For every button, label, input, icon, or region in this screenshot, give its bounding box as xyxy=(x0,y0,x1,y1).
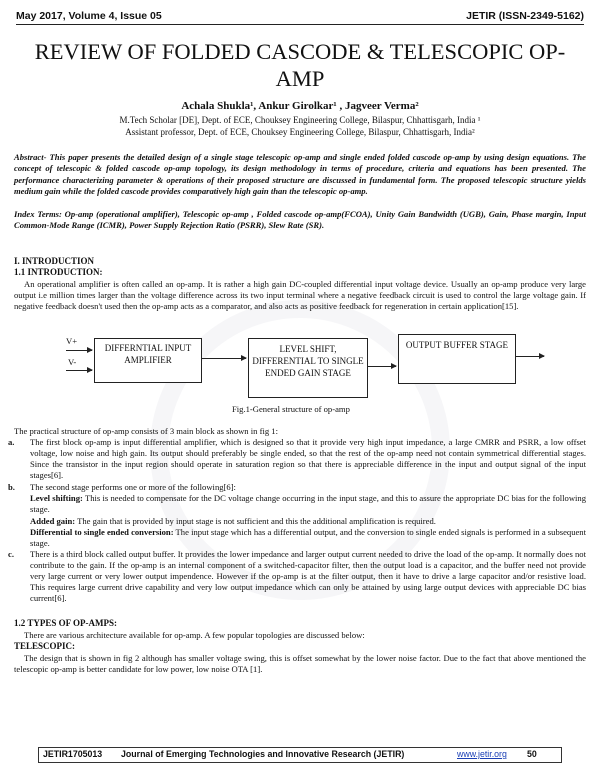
list-marker: c. xyxy=(8,549,14,559)
list-text: The second stage performs one or more of… xyxy=(30,482,236,492)
list-text: The first block op-amp is input differen… xyxy=(30,437,586,480)
figure-caption: Fig.1-General structure of op-amp xyxy=(232,404,350,414)
output-buffer-block: OUTPUT BUFFER STAGE xyxy=(398,334,516,384)
diff-input-amplifier-block: DIFFERNTIAL INPUT AMPLIFIER xyxy=(94,338,202,383)
types-intro: There are various architecture available… xyxy=(24,630,365,640)
footer-page-number: 50 xyxy=(527,749,537,759)
term-text: The input stage which has a differential… xyxy=(30,527,586,548)
input-minus-label: V- xyxy=(68,357,77,367)
telescopic-paragraph: The design that is shown in fig 2 althou… xyxy=(14,653,586,674)
output-arrow xyxy=(516,353,545,359)
list-item-b: b. The second stage performs one or more… xyxy=(8,482,586,493)
arrow-stage2-to-3 xyxy=(368,363,397,369)
term-text: The gain that is provided by input stage… xyxy=(75,516,436,526)
section-heading: 1.2 TYPES OF OP-AMPS: xyxy=(14,618,117,628)
list-marker: b. xyxy=(8,482,15,492)
level-shift-block: LEVEL SHIFT, DIFFERENTIAL TO SINGLE ENDE… xyxy=(248,338,368,398)
header-issue: May 2017, Volume 4, Issue 05 xyxy=(16,10,162,22)
header-issn: JETIR (ISSN-2349-5162) xyxy=(466,10,584,22)
intro-paragraph: An operational amplifier is often called… xyxy=(14,279,586,311)
added-gain-item: Added gain: The gain that is provided by… xyxy=(30,516,586,527)
page-footer: JETIR1705013 Journal of Emerging Technol… xyxy=(38,747,562,763)
term-label: Differential to single ended conversion: xyxy=(30,527,174,537)
index-terms: Index Terms: Op-amp (operational amplifi… xyxy=(14,209,586,231)
list-marker: a. xyxy=(8,437,15,447)
paper-title: REVIEW OF FOLDED CASCODE & TELESCOPIC OP… xyxy=(34,39,566,91)
list-text: There is a third block called output buf… xyxy=(30,549,586,603)
section-heading: I. INTRODUCTION xyxy=(14,256,95,266)
footer-paper-id: JETIR1705013 xyxy=(43,749,103,759)
term-label: Added gain: xyxy=(30,516,76,526)
input-minus-arrow xyxy=(66,367,93,373)
running-header: May 2017, Volume 4, Issue 05 JETIR (ISSN… xyxy=(16,10,584,24)
footer-journal: Journal of Emerging Technologies and Inn… xyxy=(121,749,405,759)
input-plus-label: V+ xyxy=(66,336,78,346)
level-shifting-item: Level shifting: This is needed to compen… xyxy=(30,493,586,515)
author-list: Achala Shukla¹, Ankur Girolkar¹ , Jagvee… xyxy=(181,100,419,112)
footer-website-link[interactable]: www.jetir.org xyxy=(457,749,507,759)
header-rule xyxy=(16,24,584,25)
subsection-heading: TELESCOPIC: xyxy=(14,641,76,651)
list-item-c: c. There is a third block called output … xyxy=(8,549,586,604)
structure-intro: The practical structure of op-amp consis… xyxy=(14,426,278,436)
term-text: This is needed to compensate for the DC … xyxy=(30,493,586,514)
input-plus-arrow xyxy=(66,347,93,353)
subsection-heading: 1.1 INTRODUCTION: xyxy=(14,267,103,277)
diff-to-single-item: Differential to single ended conversion:… xyxy=(30,527,586,549)
affiliation-2: Assistant professor, Dept. of ECE, Chouk… xyxy=(125,127,475,137)
abstract: Abstract- This paper presents the detail… xyxy=(14,152,586,197)
affiliation-1: M.Tech Scholar [DE], Dept. of ECE, Chouk… xyxy=(119,115,481,125)
list-item-a: a. The first block op-amp is input diffe… xyxy=(8,437,586,481)
arrow-stage1-to-2 xyxy=(202,355,247,361)
term-label: Level shifting: xyxy=(30,493,83,503)
